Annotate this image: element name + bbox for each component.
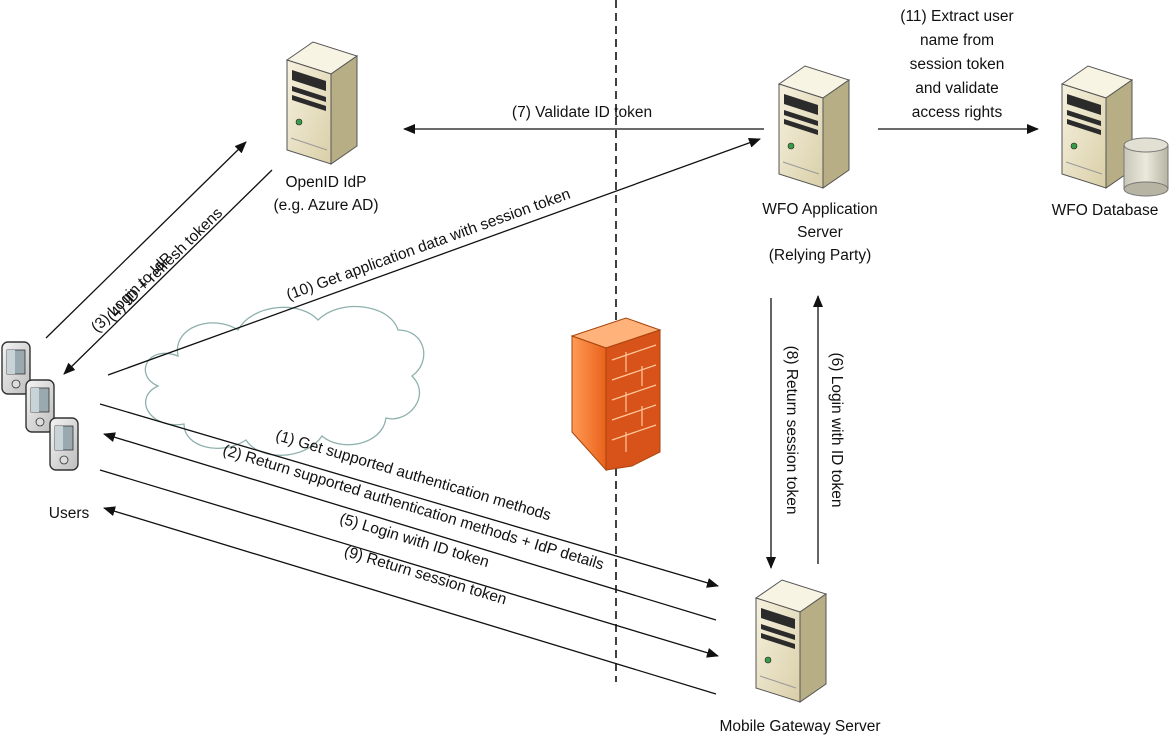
step-7-label: (7) Validate ID token bbox=[512, 104, 652, 121]
arrow-step-9 bbox=[103, 506, 717, 695]
arrow-step-10 bbox=[107, 138, 761, 376]
app-server-label-line2: Server bbox=[797, 224, 843, 241]
arrow-step-3 bbox=[45, 141, 247, 339]
openid-idp-server-icon bbox=[286, 41, 358, 165]
app-server-label-line1: WFO Application bbox=[762, 201, 877, 218]
step-11-label-line5: access rights bbox=[912, 104, 1003, 121]
step-4-label: (4) ID + refresh tokens bbox=[104, 204, 227, 325]
database-icon bbox=[1123, 137, 1169, 197]
arrow-step-1 bbox=[99, 403, 719, 588]
step-6-label: (6) Login with ID token bbox=[828, 352, 845, 507]
idp-label-line2: (e.g. Azure AD) bbox=[273, 197, 378, 214]
step-11-label-line3: session token bbox=[910, 56, 1005, 73]
step-8-label: (8) Return session token bbox=[783, 346, 800, 515]
step-11-label-line2: name from bbox=[920, 32, 994, 49]
users-label: Users bbox=[49, 505, 90, 522]
wfo-database-server-icon bbox=[1061, 65, 1133, 189]
database-label: WFO Database bbox=[1052, 202, 1159, 219]
arrow-step-5 bbox=[99, 469, 719, 658]
mobile-gateway-server-icon bbox=[755, 579, 827, 703]
app-server-label-line3: (Relying Party) bbox=[769, 247, 872, 264]
idp-label-line1: OpenID IdP bbox=[286, 174, 367, 191]
arrow-step-2 bbox=[103, 432, 717, 621]
wfo-application-server-icon bbox=[778, 65, 850, 189]
firewall-icon bbox=[570, 317, 662, 472]
step-11-label-line1: (11) Extract user bbox=[900, 8, 1013, 25]
step-11-label-line4: and validate bbox=[915, 80, 999, 97]
arrow-step-4 bbox=[63, 169, 273, 375]
gateway-label: Mobile Gateway Server bbox=[719, 718, 880, 735]
user-devices-icon bbox=[1, 341, 79, 471]
